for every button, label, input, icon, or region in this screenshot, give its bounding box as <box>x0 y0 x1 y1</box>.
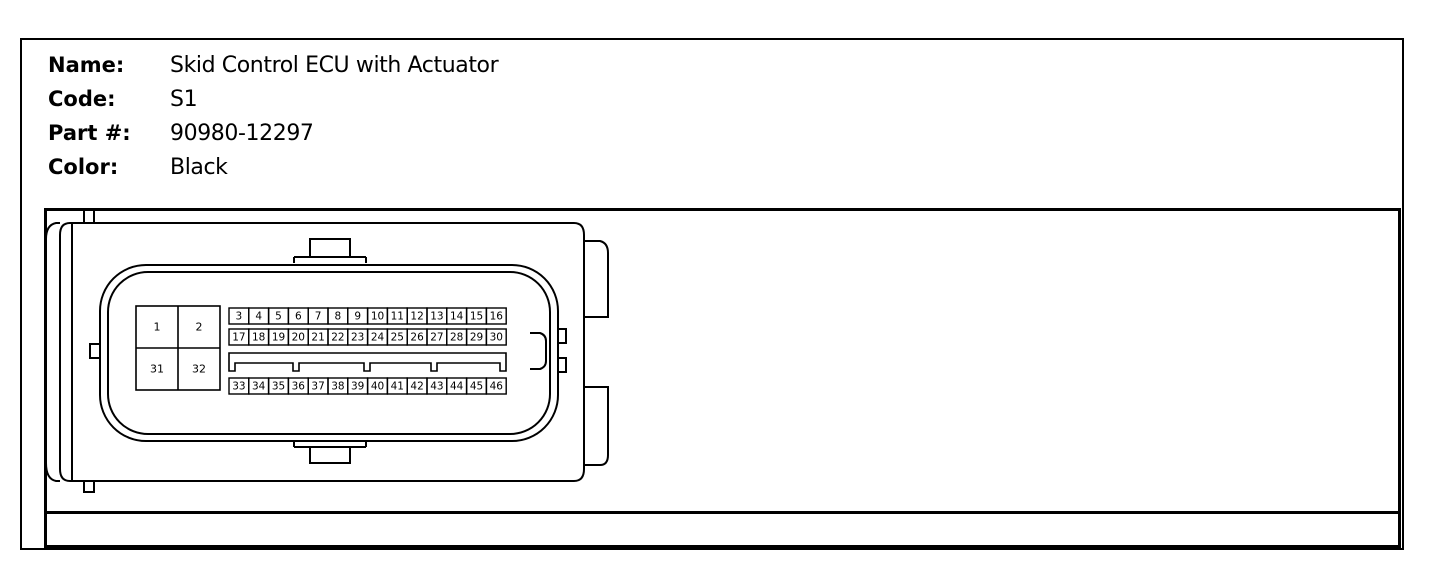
notes-cell <box>44 514 1401 548</box>
pin-cell-30 <box>485 328 507 346</box>
connector-sheet: Name: Skid Control ECU with Actuator Cod… <box>20 38 1404 550</box>
name-value: Skid Control ECU with Actuator <box>170 52 499 78</box>
pin-42: 42 <box>410 381 423 393</box>
pin-row-bottom: 33 34 35 36 37 38 39 40 41 42 43 44 45 46 <box>228 377 507 395</box>
pin-10: 10 <box>371 311 384 323</box>
pin-11: 11 <box>391 311 404 323</box>
pin-41: 41 <box>391 381 404 393</box>
pin-5: 5 <box>275 311 282 323</box>
pin-cell-46 <box>485 377 507 395</box>
pin-row-middle: 17 18 19 20 21 22 23 24 25 26 27 28 29 30 <box>228 328 507 346</box>
pin-19: 19 <box>272 332 285 344</box>
pin-32: 32 <box>192 363 206 376</box>
color-label: Color: <box>48 155 119 179</box>
pin-6: 6 <box>295 311 302 323</box>
pin-7: 7 <box>315 311 322 323</box>
pin-18: 18 <box>252 332 265 344</box>
pin-29: 29 <box>470 332 483 344</box>
pin-cell-16 <box>485 307 507 325</box>
pin-22: 22 <box>331 332 344 344</box>
code-row: Code: S1 <box>48 82 498 116</box>
pin-40: 40 <box>371 381 384 393</box>
pin-46: 46 <box>490 381 504 393</box>
pin-38: 38 <box>331 381 344 393</box>
pin-33: 33 <box>232 381 245 393</box>
pin-30: 30 <box>490 332 503 344</box>
pin-36: 36 <box>292 381 306 393</box>
pin-44: 44 <box>450 381 464 393</box>
name-label: Name: <box>48 53 125 77</box>
connector-housing <box>45 209 609 493</box>
pin-31: 31 <box>150 363 164 376</box>
right-clip-bottom <box>584 386 609 466</box>
pin-21: 21 <box>311 332 324 344</box>
housing-tab-top <box>83 209 95 224</box>
pin-25: 25 <box>391 332 404 344</box>
color-value: Black <box>170 154 228 180</box>
pin-23: 23 <box>351 332 364 344</box>
part-number-label: Part #: <box>48 121 131 145</box>
row-separator-rib <box>228 352 507 372</box>
pin-13: 13 <box>430 311 443 323</box>
pin-43: 43 <box>430 381 443 393</box>
code-value: S1 <box>170 86 198 112</box>
key-left <box>89 343 101 359</box>
name-row: Name: Skid Control ECU with Actuator <box>48 48 499 82</box>
connector-info-table: Name: Skid Control ECU with Actuator Cod… <box>48 48 499 184</box>
pin-27: 27 <box>430 332 443 344</box>
part-number-value: 90980-12297 <box>170 120 314 146</box>
lock-bump-top <box>309 238 351 258</box>
part-number-row: Part #: 90980-12297 <box>48 116 498 150</box>
pin-39: 39 <box>351 381 364 393</box>
pin-35: 35 <box>272 381 285 393</box>
code-label: Code: <box>48 87 116 111</box>
pin-45: 45 <box>470 381 483 393</box>
housing-tab-bottom <box>83 480 95 493</box>
pin-37: 37 <box>311 381 324 393</box>
pin-15: 15 <box>470 311 483 323</box>
pin-16: 16 <box>490 311 504 323</box>
pin-28: 28 <box>450 332 463 344</box>
pin-12: 12 <box>410 311 423 323</box>
pin-1: 1 <box>154 321 161 334</box>
pin-24: 24 <box>371 332 385 344</box>
pin-2: 2 <box>196 321 203 334</box>
pin-4: 4 <box>255 311 262 323</box>
pin-34: 34 <box>252 381 266 393</box>
pin-26: 26 <box>410 332 424 344</box>
pin-14: 14 <box>450 311 464 323</box>
pin-9: 9 <box>354 311 361 323</box>
pin-3: 3 <box>236 311 243 323</box>
lock-bump-bottom <box>309 446 351 464</box>
large-pin-block <box>135 305 221 391</box>
connector-shroud <box>99 264 559 442</box>
color-row: Color: Black <box>48 150 498 184</box>
pin-20: 20 <box>292 332 305 344</box>
pin-17: 17 <box>232 332 245 344</box>
pin-8: 8 <box>335 311 342 323</box>
right-clip-top <box>584 240 609 318</box>
